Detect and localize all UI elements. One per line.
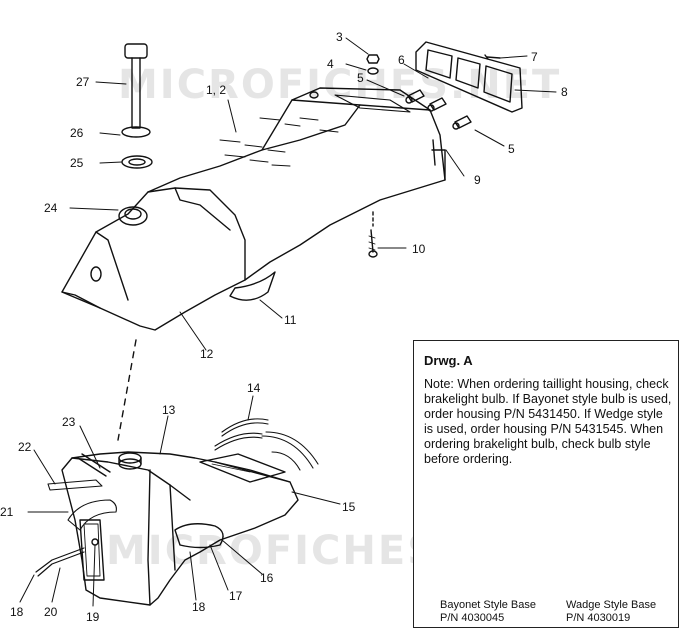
note-title: Drwg. A bbox=[424, 353, 473, 368]
fuel-tank bbox=[35, 451, 299, 606]
screw-7 bbox=[484, 54, 501, 60]
callout-7: 7 bbox=[531, 50, 538, 64]
callout-5-right: 5 bbox=[508, 142, 515, 156]
callout-18-left: 18 bbox=[10, 605, 24, 619]
callout-13: 13 bbox=[162, 403, 176, 417]
callout-4: 4 bbox=[327, 57, 334, 71]
wedge-caption-pn: P/N 4030019 bbox=[566, 612, 631, 624]
callout-11: 11 bbox=[284, 313, 297, 327]
callout-3: 3 bbox=[336, 30, 343, 44]
callout-27: 27 bbox=[76, 75, 90, 89]
wedge-caption-name: Wadge Style Base bbox=[566, 599, 657, 611]
callout-15: 15 bbox=[342, 500, 356, 514]
callout-20: 20 bbox=[44, 605, 58, 619]
callout-26: 26 bbox=[70, 126, 84, 140]
callout-9: 9 bbox=[474, 173, 481, 187]
callout-25: 25 bbox=[70, 156, 84, 170]
callout-8: 8 bbox=[561, 85, 568, 99]
bayonet-caption-pn: P/N 4030045 bbox=[440, 612, 505, 624]
taillight-gasket bbox=[415, 41, 523, 113]
nut-washer bbox=[366, 54, 380, 75]
callout-1-2: 1, 2 bbox=[206, 83, 227, 97]
bulbs bbox=[405, 89, 472, 130]
callout-21: 21 bbox=[0, 505, 14, 519]
callout-22: 22 bbox=[18, 440, 32, 454]
strip-21 bbox=[67, 499, 117, 531]
note-body: Note: When ordering taillight housing, c… bbox=[424, 377, 672, 466]
callout-14: 14 bbox=[247, 381, 261, 395]
callout-10: 10 bbox=[412, 242, 426, 256]
bayonet-caption-name: Bayonet Style Base bbox=[440, 599, 537, 611]
drawing-a-note-box: Drwg. A Note: When ordering taillight ho… bbox=[413, 340, 679, 628]
leader-lines bbox=[19, 37, 557, 607]
callout-16: 16 bbox=[260, 571, 274, 585]
bolt-10 bbox=[368, 229, 378, 258]
seat-cover bbox=[61, 87, 446, 331]
callout-5-top: 5 bbox=[357, 71, 364, 85]
callout-19: 19 bbox=[86, 610, 100, 624]
callout-18-right: 18 bbox=[192, 600, 206, 614]
callout-6: 6 bbox=[398, 53, 405, 67]
callout-24: 24 bbox=[44, 201, 58, 215]
callout-17: 17 bbox=[229, 589, 243, 603]
trim-strips-14 bbox=[214, 418, 319, 471]
callout-23: 23 bbox=[62, 415, 76, 429]
watermark-top: MICROFICHES.NET bbox=[118, 62, 562, 108]
callout-12: 12 bbox=[200, 347, 214, 361]
